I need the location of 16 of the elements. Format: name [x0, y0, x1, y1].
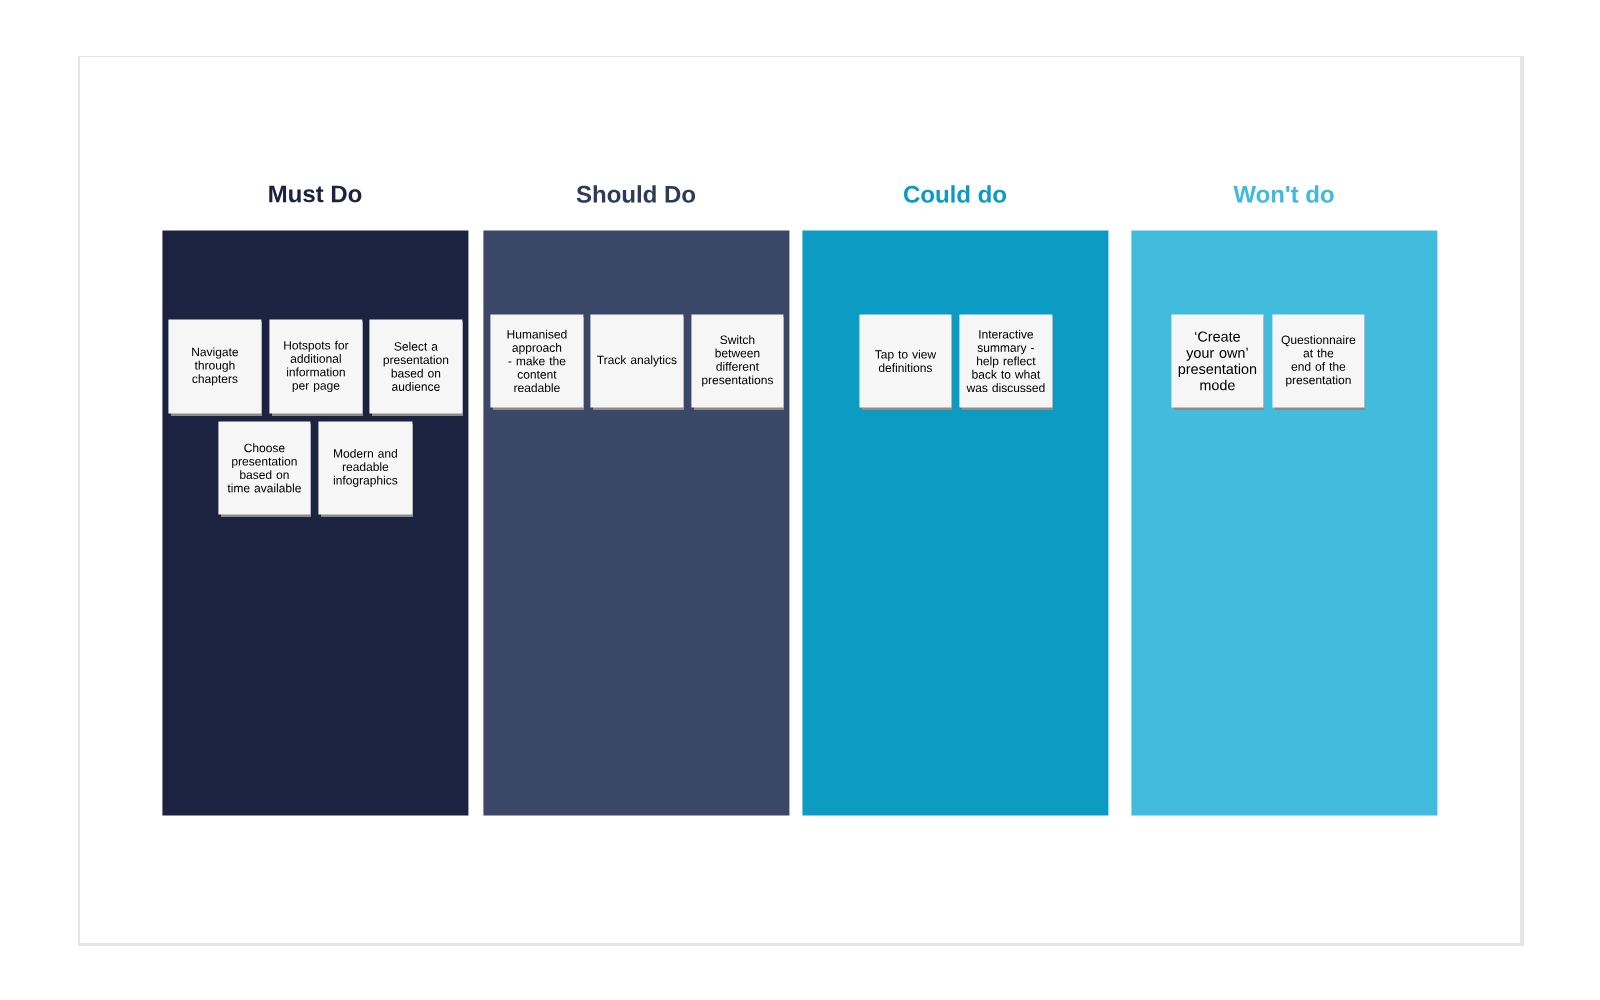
sticky-note: ‘Create your own’ presentation mode: [1171, 314, 1264, 408]
sticky-note: Switch between different presentations: [691, 314, 784, 408]
column-heading: Must Do: [269, 185, 362, 203]
sticky-note: Track analytics: [590, 314, 684, 408]
sticky-note: Interactive summary - help reflect back to what was discussed: [959, 314, 1053, 408]
sticky-note: Questionnaire at the end of the presentation: [1272, 314, 1365, 408]
column-heading: Could do: [904, 185, 1007, 203]
sticky-note: Choose presentation based on time available: [218, 421, 311, 515]
sticky-note: Humanised approach - make the content readable: [490, 314, 584, 408]
sticky-note: Navigate through chapters: [168, 319, 262, 414]
sticky-note: Tap to view definitions: [859, 314, 952, 408]
column-heading: Should Do: [576, 185, 696, 203]
column-heading: Won't do: [1233, 185, 1334, 203]
sticky-note: Select a presentation based on audience: [369, 319, 463, 414]
sticky-note: Modern and readable infographics: [318, 421, 413, 515]
sticky-note: Hotspots for additional information per page: [269, 319, 363, 414]
